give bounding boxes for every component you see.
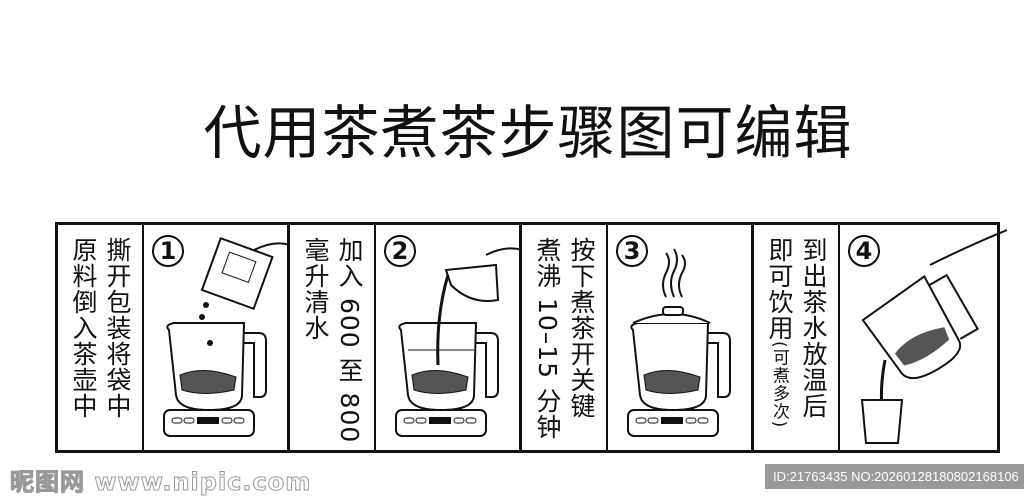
step-3-text: 按下煮茶开关键 煮沸 10–15 分钟 [522,225,608,450]
kettle-with-tea-bag-icon [163,236,290,437]
step-3-illustration: 3 [608,225,754,450]
kettle-pouring-water-icon [395,247,522,437]
boiling-kettle-icon [627,248,731,437]
step-4-text: 到出茶水放温后 即可饮用(可煮多次) [754,225,840,450]
step-1-illustration: 1 [144,225,290,450]
step-4-number: 4 [848,235,880,267]
image-id-label: ID:21763435 NO:20260128180802168106 [765,464,1024,489]
step-3-line2: 煮沸 10–15 分钟 [533,237,562,441]
step-4-line1: 到出茶水放温后 [799,237,828,419]
step-2-illustration: 2 [376,225,522,450]
step-1-text: 撕开包装将袋中 原料倒入茶壶中 [58,225,144,450]
step-1-number: 1 [152,235,184,267]
step-1-line1: 撕开包装将袋中 [103,237,132,419]
step-4-illustration: 4 [840,225,1007,450]
step-4-line2: 即可饮用(可煮多次) [765,237,794,450]
step-3-line1: 按下煮茶开关键 [567,237,596,419]
pouring-tea-into-cup-icon [860,229,1007,444]
step-2-line1: 加入 600 至 800 [335,237,364,444]
step-2-text: 加入 600 至 800 毫升清水 [290,225,376,450]
step-2-line2: 毫升清水 [301,237,330,341]
watermark-logo: 昵图网 www.nipic.com [9,468,312,497]
steps-board: 撕开包装将袋中 原料倒入茶壶中 1 加入 600 至 800 毫升清水 2 按下… [55,222,1007,453]
step-1-line2: 原料倒入茶壶中 [69,237,98,419]
step-4-line2-text: 即可饮用 [765,237,794,341]
step-4-note: (可煮多次) [769,341,789,429]
page-title: 代用茶煮茶步骤图可编辑 [203,99,853,167]
step-3-number: 3 [616,235,648,267]
step-2-number: 2 [384,235,416,267]
